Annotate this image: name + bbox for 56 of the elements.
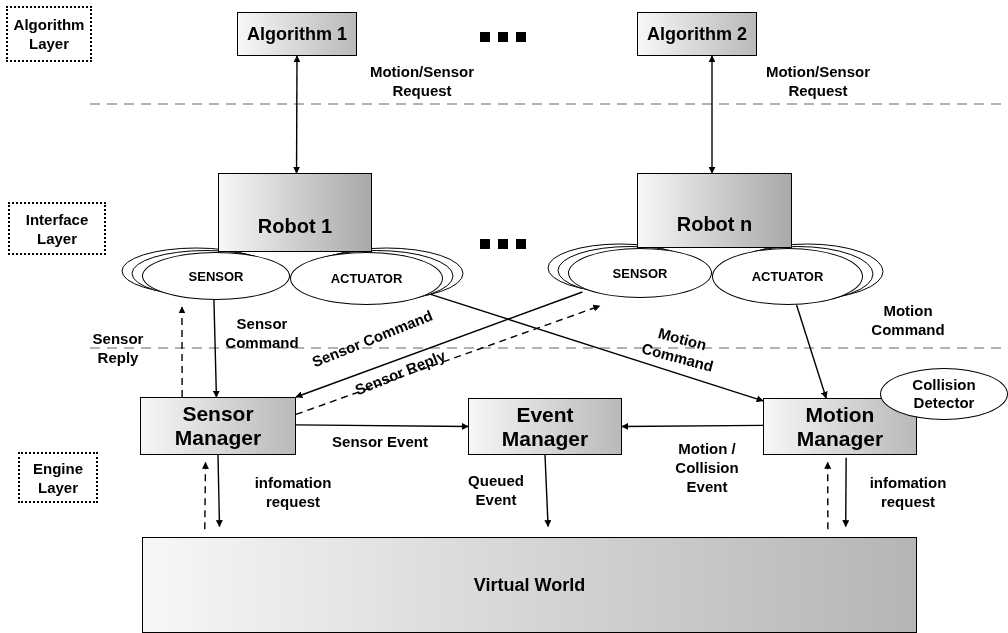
robot-box — [637, 173, 792, 248]
node-label: Interface Layer — [24, 209, 90, 248]
node-label: ACTUATOR — [330, 270, 403, 287]
process-box — [637, 12, 757, 56]
dashed-arrow — [201, 461, 209, 531]
node-label: Algorithm 2 — [647, 24, 747, 44]
edge-label: Motion / Collision Event — [674, 438, 740, 496]
arrow — [708, 55, 716, 174]
layer-label-box — [18, 452, 98, 503]
manager-box — [468, 398, 622, 455]
ellipse-node — [712, 248, 863, 305]
dashed-arrow — [824, 461, 832, 531]
node-label: Motion Manager — [795, 402, 885, 451]
dashed-arrow — [178, 306, 186, 398]
edge-label: Sensor Command — [224, 314, 300, 352]
arrow — [842, 457, 850, 528]
node-label: Robot 1 — [257, 213, 333, 239]
arrow — [430, 293, 764, 403]
node-label: ACTUATOR — [751, 268, 824, 285]
node-label: Sensor Manager — [173, 402, 263, 450]
node-label: Virtual World — [473, 573, 586, 597]
world-box — [142, 537, 917, 633]
arrow — [795, 304, 828, 399]
process-box — [237, 12, 357, 56]
manager-box — [140, 397, 296, 455]
edge-label: Motion/Sensor Request — [368, 62, 476, 100]
arrow — [544, 454, 552, 528]
ellipse-node — [568, 248, 712, 298]
robot-box — [218, 173, 372, 252]
node-label: Engine Layer — [32, 458, 84, 497]
node-label: Collision Detector — [911, 376, 977, 412]
ellipse-node — [880, 368, 1008, 420]
layer-label-box — [6, 6, 92, 62]
edge-label: infomation request — [868, 473, 948, 511]
arrow — [293, 55, 301, 174]
ellipse-node — [142, 252, 290, 300]
edge-label: Sensor Reply — [91, 329, 145, 367]
edge-label: Motion Command — [870, 301, 946, 339]
node-label: Algorithm 1 — [247, 24, 347, 44]
arrow — [212, 299, 220, 398]
node-label: Algorithm Layer — [12, 15, 86, 53]
arrow — [621, 422, 764, 430]
layer-label-box — [8, 202, 106, 255]
node-label: SENSOR — [612, 264, 668, 282]
edge-label: Motion/Sensor Request — [764, 62, 872, 100]
arrow — [215, 454, 223, 528]
node-label: Robot n — [676, 211, 753, 237]
node-label: SENSOR — [188, 267, 244, 285]
ellipse-node — [290, 252, 443, 305]
dashed-arrow — [295, 304, 601, 416]
node-label: Event Manager — [500, 402, 590, 451]
edge-label: Queued Event — [467, 471, 525, 509]
arrow — [295, 422, 469, 430]
arrow — [295, 291, 584, 399]
edge-label: infomation request — [253, 473, 333, 511]
edge-label: Sensor Event — [332, 431, 428, 451]
